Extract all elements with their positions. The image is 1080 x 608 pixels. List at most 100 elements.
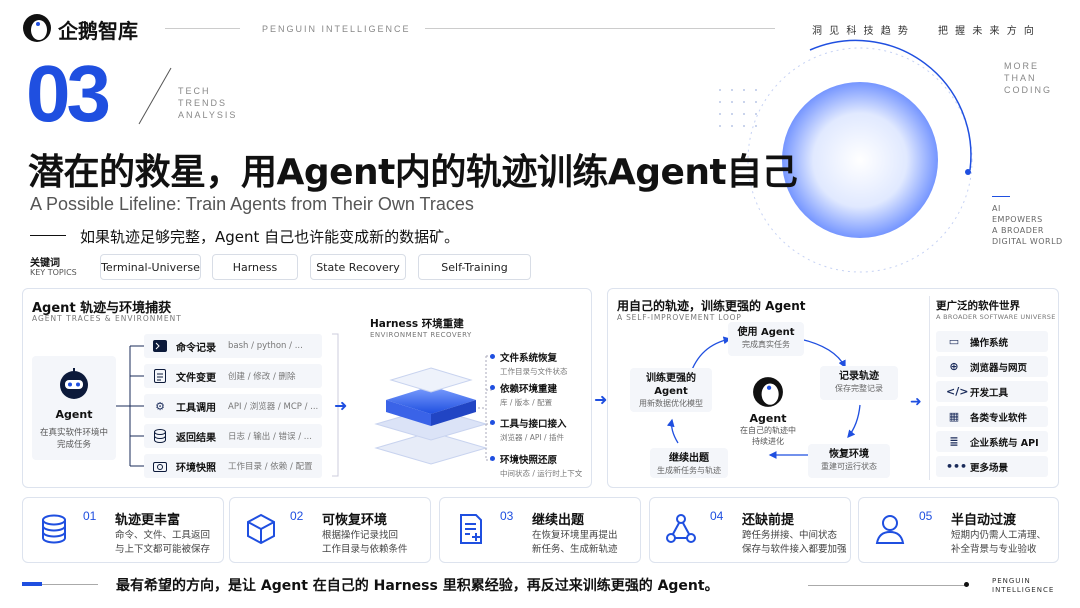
harness-title: Harness 环境重建 <box>370 318 464 330</box>
agent-desc: 在真实软件环境中完成任务 <box>39 428 108 450</box>
header-divider-2 <box>425 28 775 29</box>
terminal-icon <box>152 338 168 354</box>
trace-row-desc: 创建 / 修改 / 删除 <box>228 372 296 382</box>
slash-divider <box>138 67 172 125</box>
env-item: 环境快照还原中间状态 / 运行时上下文 <box>490 452 582 479</box>
card-desc: 跨任务拼接、中间状态保存与软件接入都要加强 <box>742 530 847 555</box>
footer-accent-bar <box>22 582 42 586</box>
database-icon <box>152 428 168 444</box>
grid-icon: ▦ <box>948 410 960 423</box>
keyword-chip: State Recovery <box>310 254 406 280</box>
document-icon <box>152 368 168 384</box>
gear-icon: ⚙ <box>155 399 165 413</box>
keyword-chip: Harness <box>212 254 298 280</box>
card-title: 轨迹更丰富 <box>115 513 181 528</box>
keyword-chip: Terminal-Universe <box>100 254 201 280</box>
right-panel-title: 用自己的轨迹，训练更强的 Agent <box>617 299 806 313</box>
card-desc: 命令、文件、工具返回与上下文都可能被保存 <box>115 530 211 555</box>
left-panel-title: Agent 轨迹与环境捕获 <box>32 301 172 316</box>
harness-stack-icon <box>374 367 488 465</box>
more-icon: ••• <box>946 460 968 473</box>
panel-divider <box>929 296 930 480</box>
card-number: 04 <box>710 509 724 523</box>
trace-row-desc: 日志 / 输出 / 错误 / ... <box>228 432 312 442</box>
edit-doc-icon <box>460 514 482 544</box>
header-slogan-right: 把 握 未 来 方 向 <box>938 26 1036 37</box>
user-icon <box>875 515 905 544</box>
code-icon: </> <box>946 385 969 398</box>
keywords-label-en: KEY TOPICS <box>30 268 77 277</box>
globe-icon: ⊕ <box>949 360 959 373</box>
world-item: •••更多场景 <box>936 456 1048 477</box>
center-agent-desc: 持续进化 <box>752 437 784 446</box>
summary-card: 05 半自动过渡 短期内仍需人工清理、补全背景与专业验收 <box>858 497 1059 563</box>
summary-card: 02 可恢复环境 根据操作记录找回工作目录与依赖条件 <box>229 497 431 563</box>
card-desc: 在恢复环境里再提出新任务、生成新轨迹 <box>532 530 618 555</box>
keywords-label: 关键词 <box>30 258 60 269</box>
world-title: 更广泛的软件世界 <box>936 300 1020 312</box>
arrow-right-icon: ➜ <box>594 390 608 409</box>
trace-row: 命令记录 bash / python / ... <box>144 334 322 358</box>
world-item: ⊕浏览器与网页 <box>936 356 1048 377</box>
env-item: 依赖环境重建库 / 版本 / 配置 <box>490 381 557 408</box>
card-number: 05 <box>919 509 933 523</box>
agent-label: Agent <box>55 408 93 421</box>
world-item: ▦各类专业软件 <box>936 406 1048 427</box>
decorative-orbit <box>719 39 973 273</box>
card-title: 继续出题 <box>532 513 585 528</box>
env-item: 文件系统恢复工作目录与文件状态 <box>490 350 568 377</box>
card-number: 01 <box>83 509 97 523</box>
camera-icon <box>152 458 168 474</box>
cube-icon <box>247 513 275 545</box>
section-number: 03 <box>26 49 111 138</box>
summary-card: 03 继续出题 在恢复环境里再提出新任务、生成新轨迹 <box>439 497 641 563</box>
trace-row: 文件变更 创建 / 修改 / 删除 <box>144 364 322 388</box>
footer-dot <box>964 582 969 587</box>
card-number: 02 <box>290 509 304 523</box>
trace-row: 返回结果 日志 / 输出 / 错误 / ... <box>144 424 322 448</box>
penguin-logo-icon <box>753 377 783 407</box>
laptop-icon: ▭ <box>948 335 960 348</box>
world-item: ▭操作系统 <box>936 331 1048 352</box>
page-title: 潜在的救星，用Agent内的轨迹训练Agent自己 <box>28 152 798 193</box>
database-icon: ≣ <box>949 435 959 448</box>
summary-card: 01 轨迹更丰富 命令、文件、工具返回与上下文都可能被保存 <box>22 497 224 563</box>
trace-row-title: 环境快照 <box>176 462 216 474</box>
env-connector <box>478 355 494 461</box>
right-panel-subtitle: A SELF-IMPROVEMENT LOOP <box>617 313 742 322</box>
trace-row-desc: API / 浏览器 / MCP / ... <box>228 402 319 412</box>
brand-name: 企鹅智库 <box>58 19 138 43</box>
card-title: 半自动过渡 <box>951 513 1017 528</box>
page-subtitle-en: A Possible Lifeline: Train Agents from T… <box>30 194 474 214</box>
lead-text: 如果轨迹足够完整，Agent 自己也许能变成新的数据矿。 <box>80 228 460 246</box>
card-desc: 短期内仍需人工清理、补全背景与专业验收 <box>951 530 1047 555</box>
header-slogan-left: 洞 见 科 技 趋 势 <box>812 26 910 37</box>
world-item: </>开发工具 <box>936 381 1048 402</box>
trace-row-title: 命令记录 <box>176 342 216 354</box>
card-number: 03 <box>500 509 514 523</box>
robot-icon <box>60 368 88 399</box>
keyword-chip: Self-Training <box>418 254 531 280</box>
footer-line-right <box>808 585 968 586</box>
trace-row-title: 工具调用 <box>176 402 216 414</box>
card-title: 还缺前提 <box>742 513 795 528</box>
agent-card: Agent 在真实软件环境中完成任务 <box>32 356 116 460</box>
loop-node: 恢复环境重建可运行状态 <box>808 444 890 478</box>
center-agent: Agent 在自己的轨迹中 持续进化 <box>730 376 806 447</box>
trace-row: 环境快照 工作目录 / 依赖 / 配置 <box>144 454 322 478</box>
left-panel-subtitle: AGENT TRACES & ENVIRONMENT <box>32 314 182 323</box>
network-icon <box>666 514 696 543</box>
database-icon <box>42 514 66 544</box>
trace-row-desc: 工作目录 / 依赖 / 配置 <box>228 462 313 472</box>
trace-row-desc: bash / python / ... <box>228 341 303 351</box>
trace-row-title: 返回结果 <box>176 432 216 444</box>
trace-row: ⚙ 工具调用 API / 浏览器 / MCP / ... <box>144 394 322 418</box>
card-title: 可恢复环境 <box>322 513 388 528</box>
side-tag-bar <box>992 196 1010 197</box>
